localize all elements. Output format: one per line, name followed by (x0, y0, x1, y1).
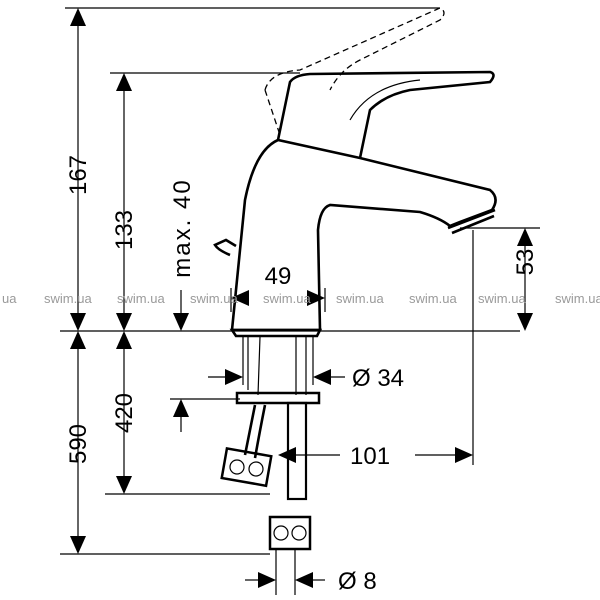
mounting-parts (220, 336, 321, 551)
label-dia34: Ø 34 (352, 365, 404, 392)
faucet-body (213, 70, 497, 338)
label-133: 133 (111, 210, 138, 250)
watermark-text: swim.ua (478, 291, 526, 306)
dim-133 (116, 73, 132, 331)
dim-590 (60, 331, 270, 555)
dim-dia8 (245, 548, 325, 595)
watermark-row: ua swim.ua swim.ua swim.ua swim.ua swim.… (2, 291, 600, 306)
watermark-text: swim.ua (555, 291, 600, 306)
watermark-text: swim.ua (409, 291, 457, 306)
label-420: 420 (111, 393, 138, 433)
watermark-text: ua (2, 291, 17, 306)
watermark-text: swim.ua (263, 291, 311, 306)
dim-101 (278, 230, 474, 465)
dim-hose-top (170, 398, 240, 432)
label-167: 167 (65, 155, 92, 195)
watermark-text: swim.ua (336, 291, 384, 306)
lever-raised-outline (264, 7, 445, 136)
dim-53 (517, 228, 533, 331)
label-dia8: Ø 8 (338, 568, 377, 595)
dim-max40 (173, 290, 189, 331)
dim-420 (105, 331, 270, 495)
label-590: 590 (65, 424, 92, 464)
watermark-text: swim.ua (190, 291, 238, 306)
dim-dia34 (208, 337, 345, 385)
label-53: 53 (512, 249, 539, 276)
dim-167 (70, 8, 86, 331)
label-max40: max. 40 (169, 178, 196, 277)
label-101: 101 (350, 443, 390, 470)
watermark-text: swim.ua (117, 291, 165, 306)
watermark-text: swim.ua (44, 291, 92, 306)
label-49: 49 (265, 263, 292, 290)
dim-49 (230, 288, 326, 312)
